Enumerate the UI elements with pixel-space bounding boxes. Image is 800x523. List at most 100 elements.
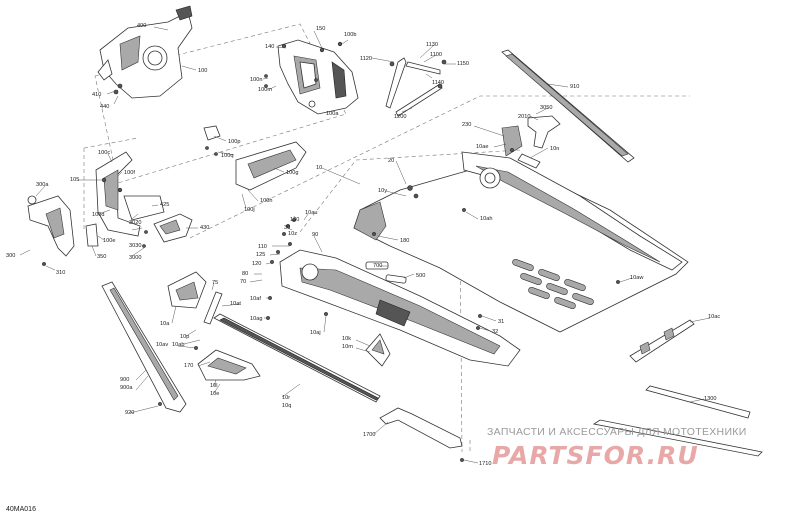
- callout-10n: 10n: [550, 146, 559, 152]
- callout-920: 920: [125, 410, 134, 416]
- part-bracket-2010: [501, 115, 561, 169]
- callout-100f: 100f: [124, 170, 135, 176]
- callout-10ag: 10ag: [250, 316, 262, 322]
- callout-110: 110: [258, 244, 267, 250]
- callout-125: 125: [256, 252, 265, 258]
- callout-440: 440: [100, 104, 109, 110]
- callout-10at: 10at: [230, 301, 241, 307]
- callout-100: 100: [198, 68, 207, 74]
- callout-10aj: 10aj: [310, 330, 321, 336]
- callout-910: 910: [570, 84, 579, 90]
- callout-410: 410: [92, 92, 101, 98]
- callout-90: 90: [312, 232, 318, 238]
- callout-10ab: 10ab: [172, 342, 184, 348]
- callout-300a: 300a: [36, 182, 49, 188]
- callout-1700: 1700: [363, 432, 375, 438]
- watermark: ЗАПЧАСТИ И АКСЕССУАРЫ ДЛЯ МОТОТЕХНИКИ PA…: [487, 426, 747, 470]
- part-bracket-300: [27, 195, 75, 257]
- callout-10q: 10q: [282, 403, 291, 409]
- part-bracket-10k: [365, 333, 391, 367]
- callout-10r: 10r: [282, 395, 290, 401]
- callout-10ah: 10ah: [480, 216, 492, 222]
- callout-10aw: 10aw: [630, 275, 644, 281]
- callout-80: 80: [242, 271, 248, 277]
- callout-900: 900: [120, 377, 129, 383]
- part-rail-10ac: [629, 319, 695, 363]
- callout-1130: 1130: [426, 42, 438, 48]
- part-step-170: [197, 349, 261, 381]
- callout-425: 425: [160, 202, 169, 208]
- callout-100g: 100g: [286, 170, 298, 176]
- callout-3020: 3020: [129, 220, 141, 226]
- callout-31: 31: [498, 319, 504, 325]
- callout-labels: 400 100 410 440 150 140 100b 100n 100m 1…: [6, 23, 720, 467]
- callout-10au: 10au: [305, 210, 317, 216]
- callout-105: 105: [70, 177, 79, 183]
- callout-100n: 100n: [250, 77, 262, 83]
- callout-430: 430: [200, 225, 209, 231]
- callout-130: 130: [290, 217, 299, 223]
- callout-1120: 1120: [360, 56, 372, 62]
- callout-700: 700: [373, 263, 382, 269]
- watermark-tagline: ЗАПЧАСТИ И АКСЕССУАРЫ ДЛЯ МОТОТЕХНИКИ: [487, 426, 747, 438]
- callout-3050: 3050: [540, 105, 552, 111]
- callout-1710: 1710: [479, 461, 491, 467]
- callout-140: 140: [265, 44, 274, 50]
- callout-3030: 3030: [129, 243, 141, 249]
- part-lower-column: [85, 151, 165, 247]
- callout-100a: 100a: [326, 111, 339, 117]
- part-bracket-10a: [167, 271, 207, 309]
- callout-1100: 1100: [430, 52, 442, 58]
- diagram-reference-code: 40MA016: [6, 506, 36, 513]
- callout-10l: 10l: [210, 383, 217, 389]
- callout-10m: 10m: [342, 344, 353, 350]
- part-bracket-430: [153, 213, 193, 243]
- part-bumper-1700: [379, 407, 463, 449]
- part-front-frame: [277, 39, 359, 115]
- callout-1140: 1140: [432, 80, 444, 86]
- callout-900a: 900a: [120, 385, 133, 391]
- callout-10a: 10a: [160, 321, 170, 327]
- callout-230: 230: [462, 122, 471, 128]
- callout-10: 10: [316, 165, 322, 171]
- callout-170: 170: [184, 363, 193, 369]
- callout-1150: 1150: [457, 61, 469, 67]
- callout-500: 500: [416, 273, 425, 279]
- leader-lines: [19, 26, 711, 464]
- callout-180: 180: [400, 238, 409, 244]
- callout-10y: 10y: [378, 188, 387, 194]
- callout-100h: 100h: [260, 198, 272, 204]
- callout-100b: 100b: [344, 32, 356, 38]
- callout-32: 32: [492, 329, 498, 335]
- callout-1300: 1300: [704, 396, 716, 402]
- callout-100j: 100j: [244, 207, 255, 213]
- callout-2010: 2010: [518, 114, 530, 120]
- callout-10p: 10p: [180, 334, 189, 340]
- callout-10e: 10e: [210, 391, 219, 397]
- callout-30: 30: [284, 225, 290, 231]
- part-front-rail-900: [101, 281, 187, 413]
- callout-10k: 10k: [342, 336, 351, 342]
- part-rear-tunnel: [353, 151, 689, 333]
- part-bar-1300: [592, 385, 763, 457]
- callout-310: 310: [56, 270, 65, 276]
- callout-75: 75: [212, 280, 218, 286]
- callout-400: 400: [137, 23, 146, 29]
- callout-10ae: 10ae: [476, 144, 488, 150]
- callout-100p: 100p: [228, 139, 240, 145]
- callout-3000: 3000: [129, 255, 141, 261]
- callout-100e: 100e: [103, 238, 115, 244]
- callout-10z: 10z: [288, 231, 297, 237]
- part-tie-rods: [385, 57, 447, 117]
- callout-300: 300: [6, 253, 15, 259]
- part-side-rail: [279, 249, 521, 367]
- part-strut-10at: [203, 291, 223, 325]
- callout-120: 120: [252, 261, 261, 267]
- callout-100d: 100d: [92, 212, 104, 218]
- fasteners: [42, 41, 620, 462]
- callout-100m: 100m: [258, 87, 272, 93]
- tunnel-vent-slots: [512, 258, 594, 310]
- callout-100q: 100q: [221, 153, 233, 159]
